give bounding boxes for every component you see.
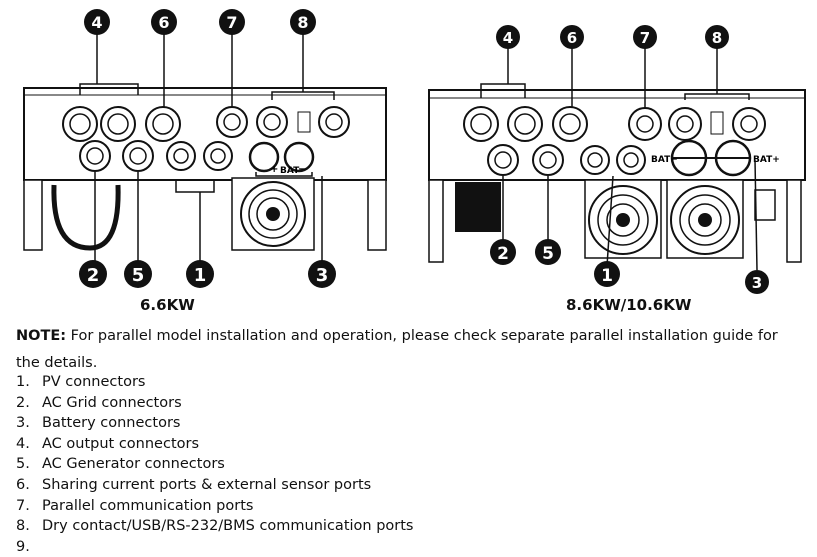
fan-left [584, 179, 662, 259]
callout-3: 3 [745, 270, 769, 294]
note-label: NOTE: [16, 328, 67, 344]
callout-4: 4 [496, 25, 520, 49]
list-item: 8.Dry contact/USB/RS-232/BMS communicati… [16, 518, 414, 535]
svg-text:6: 6 [158, 13, 169, 32]
callout-6: 6 [560, 25, 584, 49]
svg-text:4: 4 [91, 13, 102, 32]
svg-text:7: 7 [226, 13, 237, 32]
svg-text:7: 7 [640, 29, 650, 47]
list-item: 9. [16, 538, 30, 555]
svg-text:1: 1 [194, 265, 207, 286]
callout-5: 5 [535, 239, 561, 265]
svg-text:8: 8 [712, 29, 722, 47]
inverter-diagram-8-6kw: BAT− BAT+ 4 6 7 8 2 5 1 3 [415, 0, 817, 300]
list-item: 5.AC Generator connectors [16, 456, 225, 473]
svg-text:3: 3 [316, 265, 329, 286]
svg-text:3: 3 [752, 274, 762, 292]
note-text: For parallel model installation and oper… [16, 328, 778, 371]
svg-text:4: 4 [503, 29, 513, 47]
list-item: 4.AC output connectors [16, 435, 200, 452]
fan-right [666, 179, 744, 259]
svg-text:8: 8 [297, 13, 308, 32]
callout-7: 7 [633, 25, 657, 49]
svg-text:2: 2 [87, 265, 100, 286]
svg-text:5: 5 [132, 265, 145, 286]
callout-1: 1 [594, 261, 620, 287]
callout-6: 6 [151, 9, 177, 35]
bat-plus-label: BAT+ [753, 155, 780, 165]
callout-1: 1 [186, 260, 214, 288]
list-item: 2.AC Grid connectors [16, 394, 182, 411]
callout-2: 2 [490, 239, 516, 265]
bat-minus-label: BAT− [651, 155, 678, 165]
bat-plus-sign: + [270, 164, 278, 175]
note-paragraph: NOTE: For parallel model installation an… [16, 323, 806, 377]
svg-text:6: 6 [567, 29, 577, 47]
callout-4: 4 [84, 9, 110, 35]
bat-minus-sign: − [298, 164, 306, 175]
svg-text:2: 2 [497, 244, 509, 264]
caption-8-6kw-10-6kw: 8.6KW/10.6KW [566, 296, 692, 314]
inverter-diagram-6-6kw: + BAT − 4 6 7 8 2 5 1 3 [0, 0, 400, 300]
svg-text:5: 5 [542, 244, 554, 264]
list-item: 7.Parallel communication ports [16, 497, 254, 514]
caption-6-6kw: 6.6KW [140, 296, 195, 314]
callout-3: 3 [308, 260, 336, 288]
callout-8: 8 [705, 25, 729, 49]
bat-label: BAT [280, 166, 300, 176]
callout-8: 8 [290, 9, 316, 35]
list-item: 1.PV connectors [16, 374, 146, 390]
svg-text:1: 1 [601, 266, 613, 286]
callout-2: 2 [79, 260, 107, 288]
callout-7: 7 [219, 9, 245, 35]
list-item: 3.Battery connectors [16, 415, 181, 432]
port-list: 1.PV connectors 2.AC Grid connectors 3.B… [16, 372, 413, 557]
callout-5: 5 [124, 260, 152, 288]
list-item: 6.Sharing current ports & external senso… [16, 476, 372, 493]
